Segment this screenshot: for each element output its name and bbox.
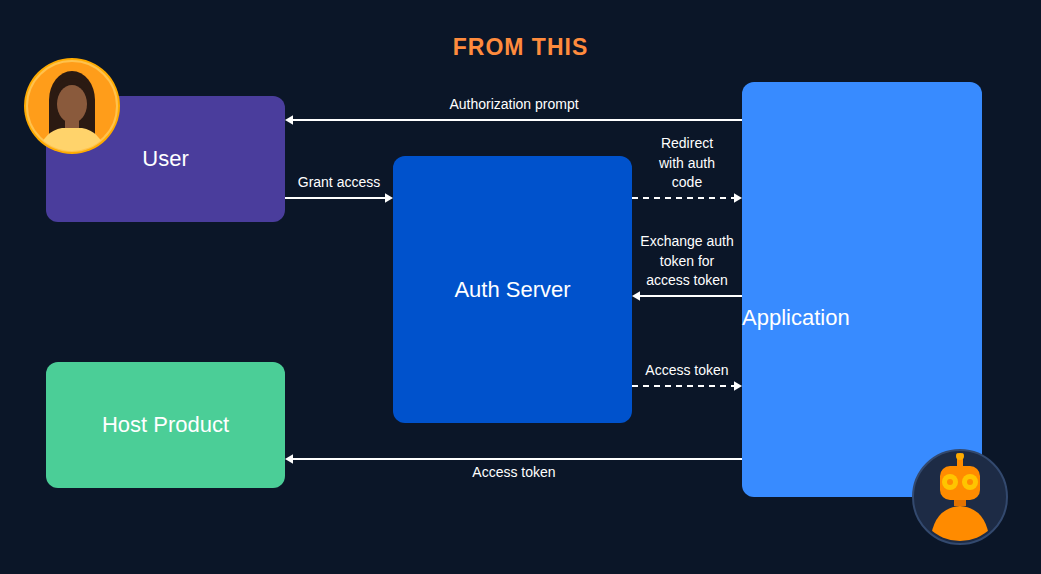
arrow-label: Access token (414, 463, 614, 483)
flow-arrow (632, 291, 742, 301)
flow-arrow (632, 193, 742, 203)
application-box: Application (742, 82, 982, 497)
node-label: Application (742, 305, 850, 331)
arrow-label: Access token (635, 361, 739, 381)
arrow-label: Exchange auth token for access token (638, 232, 736, 291)
server-box: Auth Server (393, 156, 632, 423)
node-label: Auth Server (454, 277, 570, 303)
flow-arrow (285, 193, 393, 203)
flow-arrow (285, 115, 742, 125)
arrow-label: Grant access (287, 173, 391, 193)
flow-arrow (632, 381, 742, 391)
node-label: User (142, 146, 188, 172)
user-avatar (24, 58, 120, 160)
arrow-label: Redirect with auth code (648, 134, 726, 193)
flow-arrow (285, 454, 742, 464)
diagram-title: FROM THIS (0, 34, 1041, 61)
product-box: Host Product (46, 362, 285, 488)
robot-avatar (913, 450, 1007, 545)
node-label: Host Product (102, 412, 229, 438)
arrow-label: Authorization prompt (404, 95, 624, 115)
